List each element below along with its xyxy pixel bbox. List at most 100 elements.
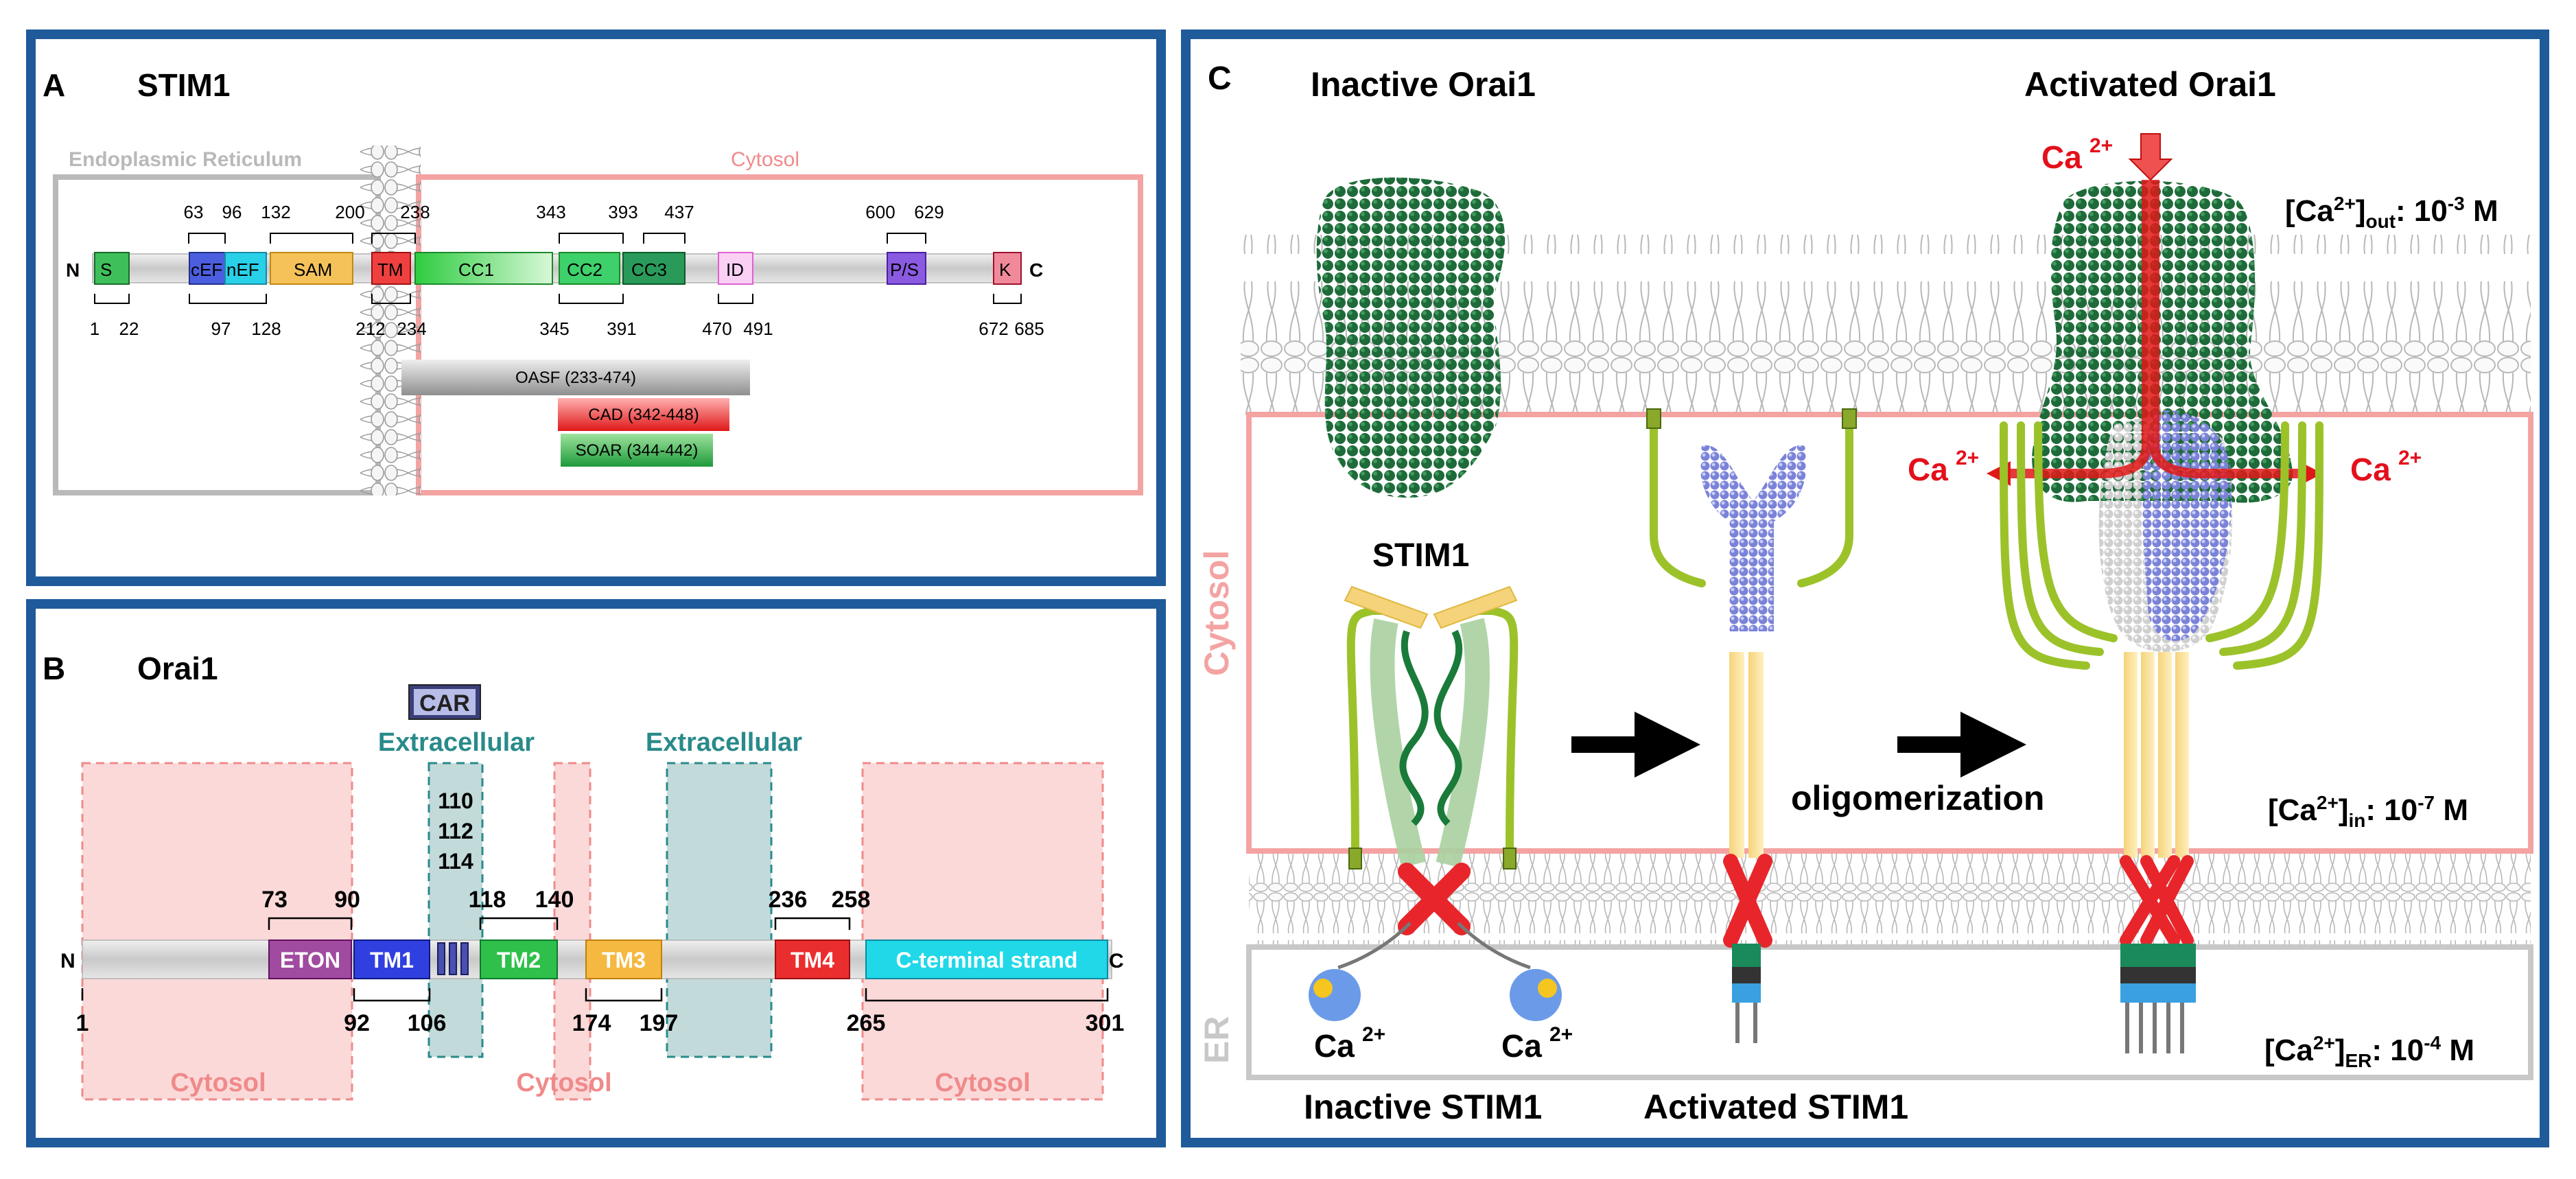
cytosol-label-3: Cytosol: [935, 1069, 1030, 1097]
ca-top-charge: 2+: [2089, 135, 2113, 157]
stim1-label-c: STIM1: [1372, 537, 1469, 574]
domain-ps: P/S: [890, 259, 919, 280]
soar-label: SOAR (344-442): [576, 441, 699, 460]
num-236: 236: [769, 887, 808, 913]
num-118: 118: [469, 887, 506, 913]
num-128: 128: [251, 318, 281, 339]
conc-in-close: ]: [2339, 793, 2349, 827]
oasf-fragment: [401, 360, 750, 395]
cad-label: CAD (342-448): [588, 406, 699, 424]
conc-out-exp: -3: [2448, 193, 2465, 214]
orai1-n-terminus: N: [60, 950, 75, 972]
er-compartment-c: [1246, 944, 2533, 1080]
car-residues: 110 112 114: [438, 789, 473, 874]
num-1: 1: [76, 1010, 89, 1036]
stim1-n-terminus: N: [66, 259, 80, 281]
ca-labels-red: Ca 2+ Ca 2+ Ca 2+: [1908, 135, 2422, 487]
stim1-top-numbers: 63 96 132 200 238 343 393 437 600 629: [184, 202, 944, 222]
num-685: 685: [1014, 318, 1044, 339]
conc-er-unit: M: [2441, 1034, 2474, 1067]
panel-b-title: Orai1: [137, 651, 218, 686]
inactive-stim1-label: Inactive STIM1: [1304, 1088, 1542, 1126]
conc-er-close: ]: [2335, 1034, 2345, 1067]
residue-110: 110: [438, 789, 473, 813]
conc-out-sub: out: [2366, 211, 2396, 232]
num-234: 234: [397, 318, 426, 339]
num-63: 63: [184, 202, 204, 222]
num-491: 491: [743, 318, 773, 339]
cytosol-vertical-label: Cytosol: [1197, 550, 1236, 676]
er-vertical-label: ER: [1197, 1016, 1236, 1064]
domain-cef: cEF: [191, 259, 222, 280]
domain-cc1: CC1: [458, 259, 494, 280]
domain-c-terminal-strand: C-terminal strand: [896, 948, 1078, 972]
num-629: 629: [914, 202, 944, 222]
num-265: 265: [847, 1010, 886, 1036]
conc-er-exp: -4: [2424, 1032, 2441, 1053]
inactive-stim1: [1309, 585, 1562, 1021]
er-membrane: [360, 145, 421, 495]
domain-k: K: [999, 259, 1011, 280]
svg-text:[Ca2+]ER: 10-4 M: [Ca2+]ER: 10-4 M: [2264, 1032, 2474, 1071]
residue-114: 114: [438, 849, 473, 874]
stim1-c-terminus: C: [1029, 259, 1043, 281]
oligomerization-label: oligomerization: [1791, 779, 2044, 817]
extracellular-label-1: Extracellular: [378, 728, 535, 757]
domain-cc2: CC2: [567, 259, 602, 280]
num-132: 132: [261, 202, 290, 222]
panel-c-letter: C: [1208, 60, 1232, 97]
conc-out-sup: 2+: [2334, 193, 2356, 214]
ca-right-charge: 2+: [2398, 447, 2422, 469]
ca-influx-arrow: [1987, 133, 2323, 486]
panel-c: C Inactive Orai1 Activated Orai1 Cytosol…: [1181, 30, 2549, 1147]
stim1-top-ticks: [188, 233, 926, 244]
oasf-label: OASF (233-474): [515, 369, 636, 387]
num-200: 200: [335, 202, 364, 222]
activated-orai-title: Activated Orai1: [2024, 65, 2276, 104]
ca-left-charge: 2+: [1956, 447, 1979, 469]
activated-stim1: [1646, 408, 1857, 1043]
domain-eton: ETON: [280, 948, 340, 972]
num-238: 238: [400, 202, 430, 222]
residue-112: 112: [438, 819, 473, 843]
domain-tm4: TM4: [791, 948, 834, 972]
num-672: 672: [979, 318, 1008, 339]
conc-er-sub: ER: [2345, 1050, 2372, 1071]
domain-tm3: TM3: [602, 948, 646, 972]
num-22: 22: [119, 318, 139, 339]
orai1-ticks: [81, 917, 1109, 1002]
conc-in: [Ca2+]in: 10-7 M: [2268, 792, 2468, 831]
ca-er-labels: Ca 2+ Ca 2+: [1314, 1023, 1573, 1064]
orai1-cytosol-regions: [81, 762, 1104, 1101]
num-301: 301: [1086, 1010, 1125, 1036]
conc-er-sup: 2+: [2313, 1032, 2335, 1053]
panel-a: A STIM1 Endoplasmic Reticulum Cytosol N …: [26, 30, 1166, 586]
activated-stim1-label: Activated STIM1: [1643, 1088, 1908, 1126]
conc-in-val: : 10: [2365, 793, 2417, 827]
conc-out-val: : 10: [2396, 194, 2448, 228]
ca-top-label: Ca: [2041, 139, 2082, 175]
num-106: 106: [408, 1010, 447, 1036]
inactive-orai-title: Inactive Orai1: [1311, 65, 1536, 104]
num-393: 393: [608, 202, 637, 222]
cytosol-compartment-c: [1246, 412, 2533, 854]
num-470: 470: [702, 318, 731, 339]
cytosol-label-2: Cytosol: [516, 1069, 611, 1097]
ca-er-left: Ca: [1314, 1028, 1355, 1064]
stim1-domains: S cEF nEF SAM TM CC1 CC2 CC3 ID P/S K: [94, 252, 1022, 285]
conc-in-sup: 2+: [2317, 792, 2339, 813]
panel-a-frame: [26, 30, 1166, 586]
cad-fragment: [558, 398, 729, 431]
domain-tm1: TM1: [370, 948, 414, 972]
conc-in-pre: [Ca: [2268, 793, 2317, 827]
orai1-cytosol-labels: Cytosol Cytosol Cytosol: [170, 1069, 1030, 1097]
domain-cc3: CC3: [631, 259, 667, 280]
num-437: 437: [664, 202, 694, 222]
panel-b: B Orai1 CAR Extracellular Extracellular …: [26, 599, 1166, 1147]
cytosol-label: Cytosol: [731, 148, 799, 171]
num-197: 197: [640, 1010, 679, 1036]
num-92: 92: [344, 1010, 370, 1036]
num-212: 212: [355, 318, 385, 339]
ca-er-left-charge: 2+: [1362, 1023, 1385, 1046]
